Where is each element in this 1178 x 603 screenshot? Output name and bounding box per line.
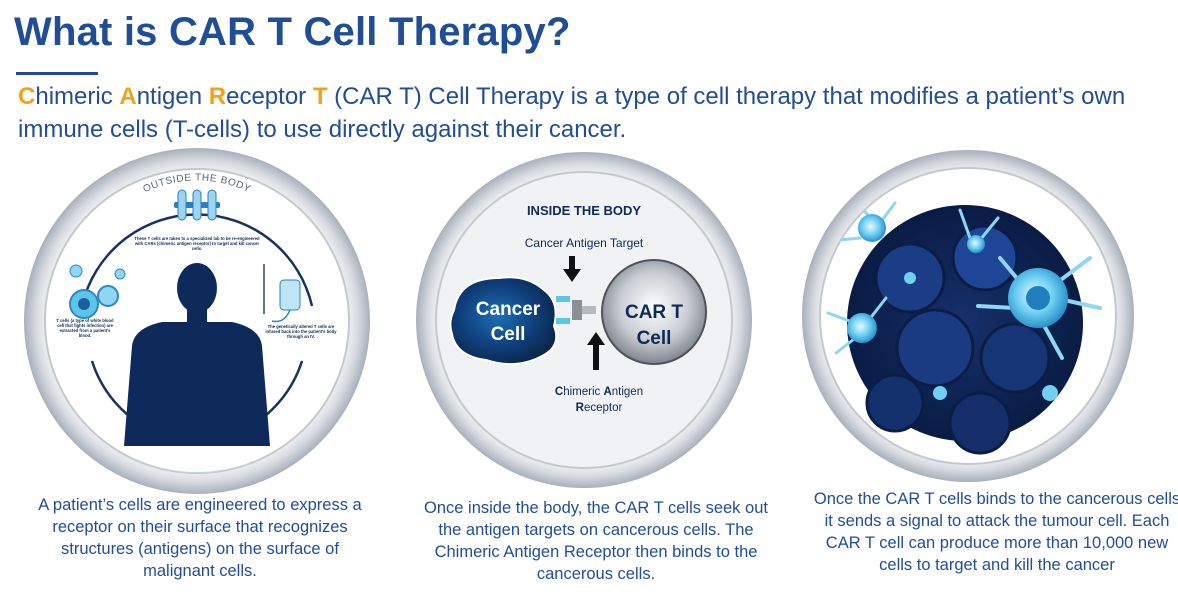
person-silhouette-icon — [124, 263, 270, 446]
infuse-step-text: The genetically altered T cells are infu… — [265, 324, 337, 339]
panel-outside-body: OUTSIDE THE BODY These T cells are taken… — [22, 146, 372, 496]
caption-inside-body: Once inside the body, the CAR T cells se… — [424, 499, 768, 583]
arrow-up-icon — [587, 332, 605, 370]
test-tubes-icon — [174, 189, 220, 221]
receptor-label-2: Receptor — [576, 402, 623, 414]
car-t-cell-shape — [601, 259, 707, 365]
title-underline — [16, 72, 98, 75]
receptor-binding — [556, 296, 596, 324]
acronym-r: Receptor — [208, 83, 313, 110]
acronym-t: T — [312, 83, 328, 110]
inside-body-illustration: INSIDE THE BODY Cancer Antigen Target Ca… — [416, 152, 752, 488]
car-t-label-2: Cell — [637, 328, 672, 349]
t-cell-icon — [69, 264, 126, 319]
caption-outside-body: A patient’s cells are engineered to expr… — [38, 496, 362, 580]
acronym-a: Antigen — [119, 83, 209, 110]
iv-bag-icon — [263, 264, 301, 323]
extract-step-text: T cells (a type of white blood cell that… — [56, 318, 114, 338]
intro-paragraph: Chimeric Antigen Receptor T (CAR T) Cell… — [18, 80, 1138, 146]
cancer-cell-shape — [449, 276, 558, 366]
panel-tumour-attack — [800, 148, 1136, 484]
arrow-down-icon — [563, 256, 581, 282]
intro-text: (CAR T) Cell Therapy is a type of cell t… — [18, 83, 1126, 143]
panel-inside-body: INSIDE THE BODY Cancer Antigen Target Ca… — [414, 150, 754, 490]
receptor-label-1: Chimeric Antigen — [555, 386, 643, 398]
car-t-label-1: CAR T — [625, 302, 683, 323]
lab-step-text: These T cells are taken to a specialized… — [134, 236, 260, 251]
t-cell-icon — [976, 256, 1102, 360]
target-label: Cancer Antigen Target — [525, 236, 644, 250]
outside-body-illustration: OUTSIDE THE BODY These T cells are taken… — [24, 148, 370, 494]
t-cell-icon — [826, 296, 888, 355]
inside-header: INSIDE THE BODY — [527, 203, 641, 218]
cancer-cell-label-1: Cancer — [476, 299, 541, 320]
caption-tumour-attack: Once the CAR T cells binds to the cancer… — [813, 490, 1178, 574]
page-title: What is CAR T Cell Therapy? — [14, 10, 571, 54]
tumour-cluster — [847, 205, 1083, 455]
t-cell-icon — [958, 208, 1000, 253]
tumour-attack-illustration — [802, 150, 1134, 482]
acronym-c: Chimeric — [18, 83, 120, 110]
cancer-cell-label-2: Cell — [491, 324, 526, 345]
